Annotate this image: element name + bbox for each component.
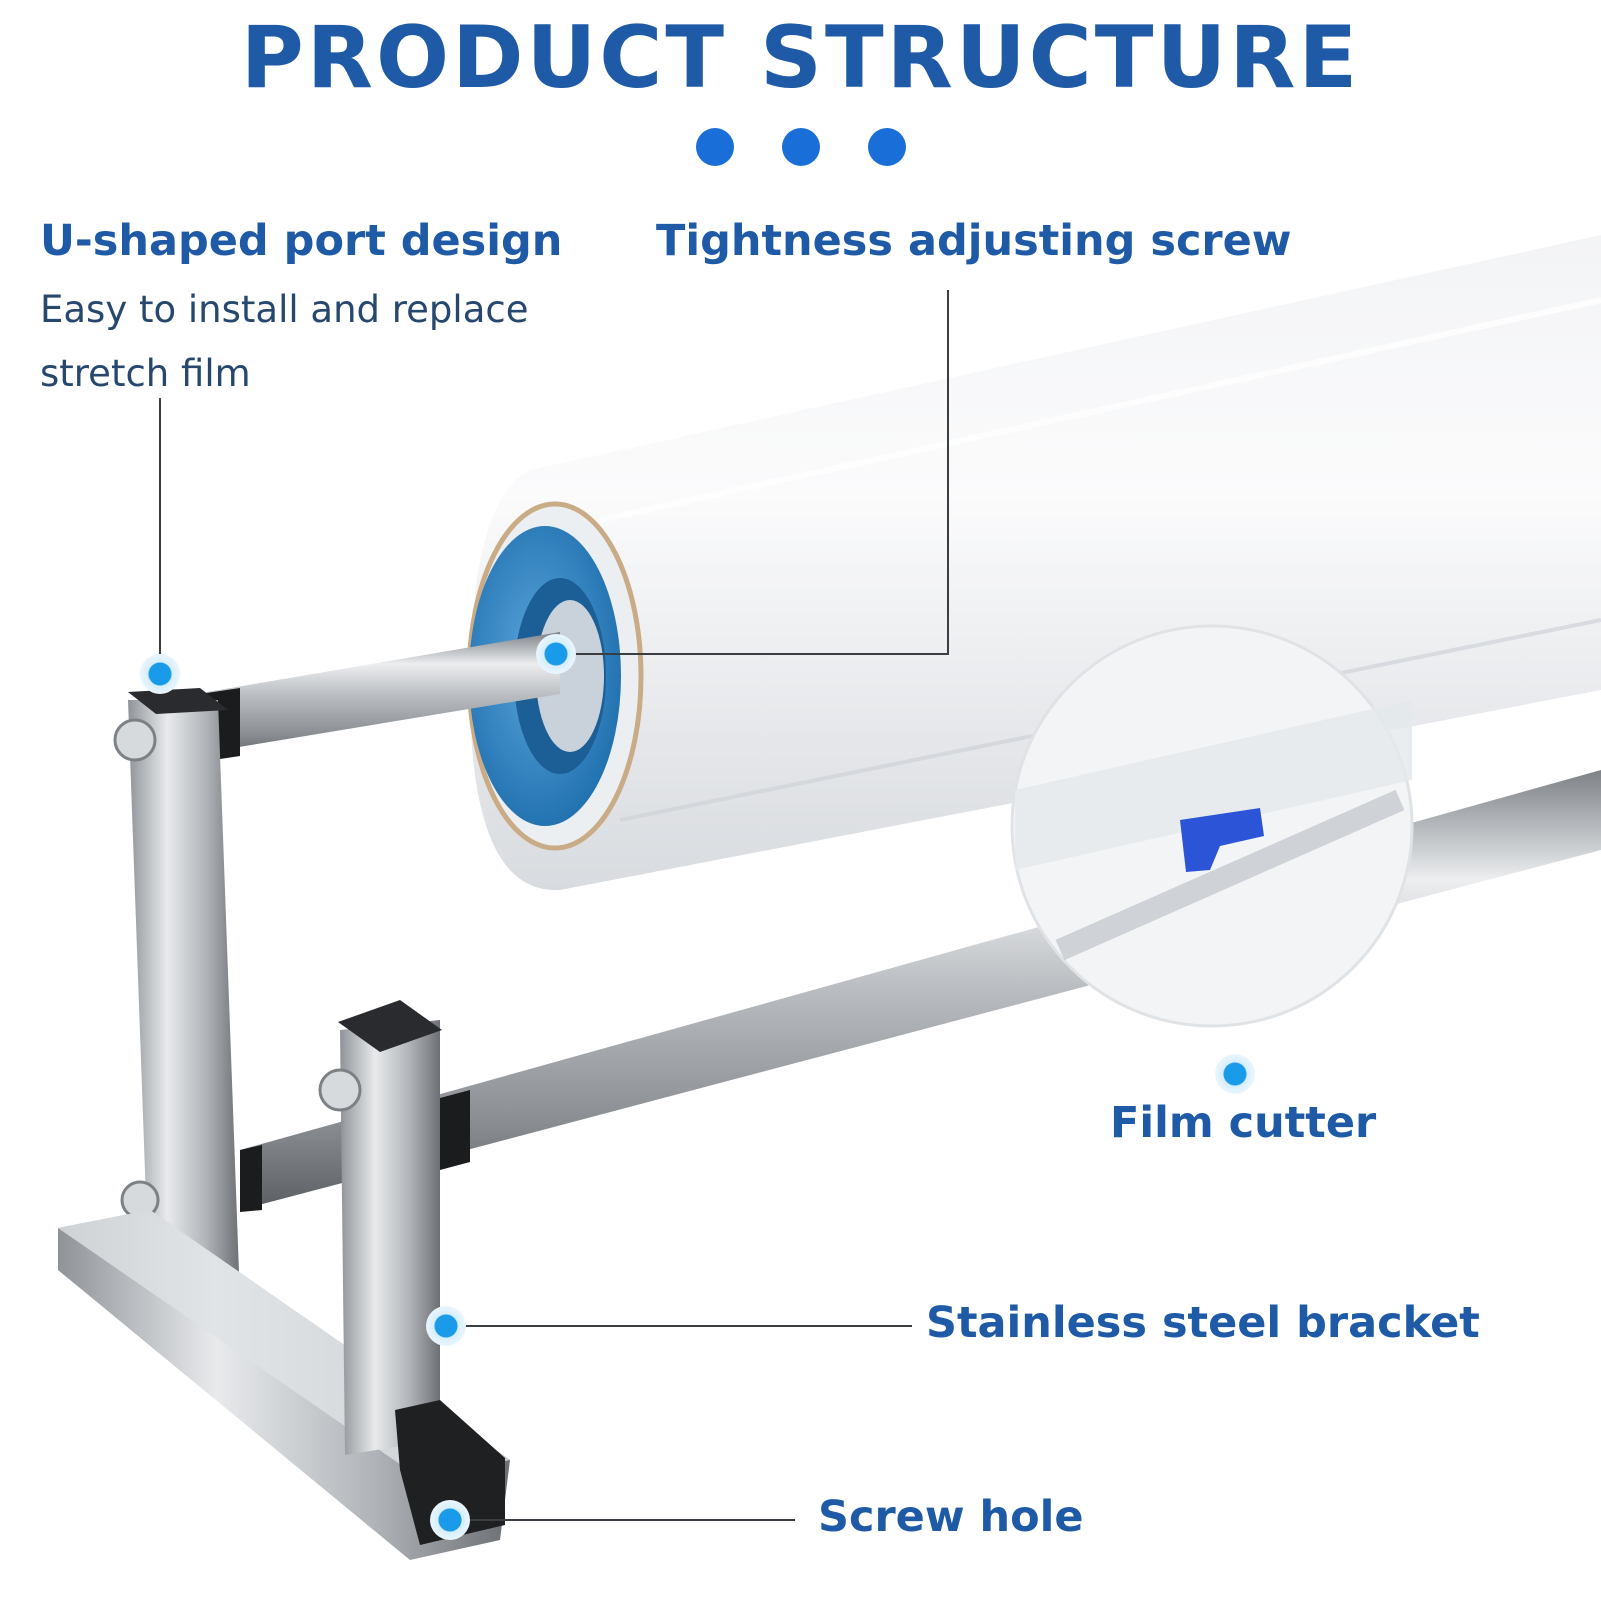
marker-film-cutter [1215,1054,1255,1094]
film-cutter-zoom [1010,624,1414,1028]
u-port-label: U-shaped port design [40,216,563,266]
page-title: PRODUCT STRUCTURE [240,8,1361,108]
decoration-dot [781,128,820,166]
screw-adjust-label: Tightness adjusting screw [656,216,1292,266]
marker-bracket [426,1306,466,1346]
u-port-desc-line-1: Easy to install and replace [40,288,529,331]
u-port-description: Easy to install and replace stretch film [40,278,528,406]
screw-hole-label: Screw hole [818,1492,1084,1542]
rear-bracket-leg [113,688,240,1310]
bracket-label: Stainless steel bracket [926,1298,1480,1348]
decoration-dot [695,128,734,166]
callout-markers [140,634,1255,1540]
title-decoration-dots [0,128,1601,166]
marker-screw-hole [430,1500,470,1540]
front-bracket-leg [318,1000,505,1545]
marker-screw-adjust [536,634,576,674]
marker-u-port [140,654,180,694]
callout-lines [159,290,949,1521]
cutter-blade-icon [1180,808,1264,872]
film-cutter-label: Film cutter [1110,1098,1377,1148]
decoration-dot [867,128,906,166]
u-port-desc-line-2: stretch film [40,352,251,395]
